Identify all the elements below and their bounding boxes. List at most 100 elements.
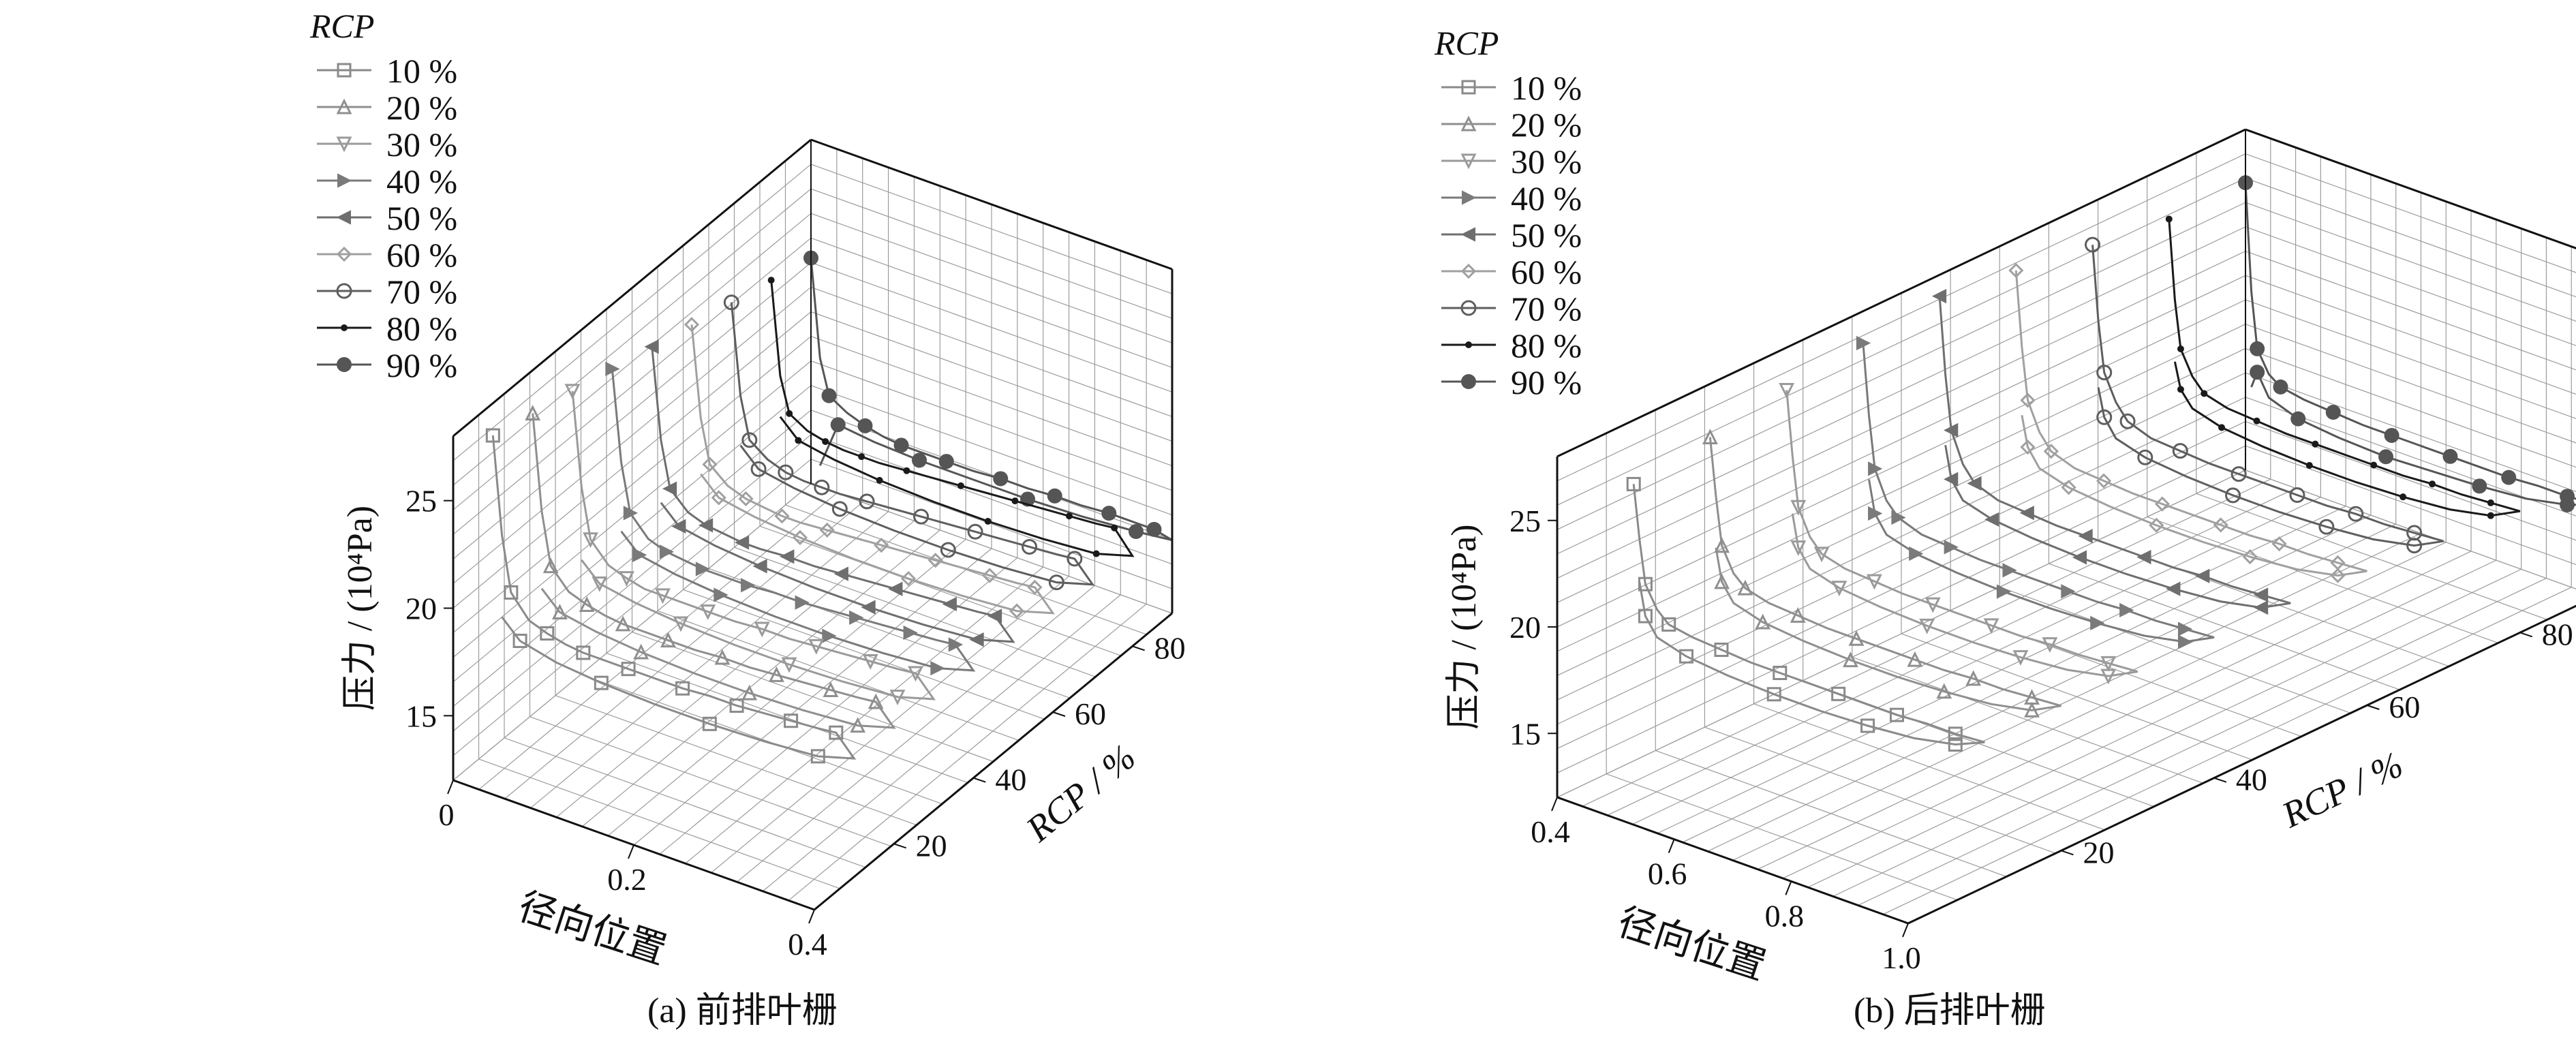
data-point xyxy=(738,491,754,507)
data-point xyxy=(2024,701,2040,718)
panel-b-series xyxy=(1626,175,2576,752)
data-point xyxy=(823,681,839,698)
legend-label: 60 % xyxy=(1511,253,1582,291)
data-point xyxy=(2165,215,2173,223)
data-point xyxy=(2020,393,2036,408)
grid-line xyxy=(2245,348,2576,468)
grid-line xyxy=(2245,251,2576,371)
data-point xyxy=(913,508,930,525)
data-point xyxy=(2242,549,2258,565)
data-point xyxy=(2177,621,2193,636)
data-point xyxy=(1944,540,1959,555)
data-point xyxy=(1996,584,2012,599)
data-point xyxy=(2085,236,2101,253)
x-tick-label: 0.4 xyxy=(788,927,827,962)
y-tick xyxy=(1052,711,1066,717)
data-point xyxy=(2012,650,2029,666)
diamond-icon xyxy=(336,246,352,262)
data-point xyxy=(2273,379,2288,395)
data-point xyxy=(908,666,923,682)
series-line-50 xyxy=(1938,296,2291,609)
grid-line xyxy=(1557,299,2246,628)
grid-line xyxy=(2245,324,2576,444)
data-point xyxy=(1790,606,1806,623)
data-point xyxy=(1047,488,1062,504)
data-point xyxy=(551,604,568,619)
data-point xyxy=(698,518,714,533)
data-point xyxy=(1146,521,1162,537)
data-point xyxy=(2100,668,2117,685)
data-point xyxy=(1048,574,1064,591)
data-point xyxy=(2166,581,2181,596)
legend-label: 10 % xyxy=(1511,69,1582,107)
data-point xyxy=(957,482,964,489)
data-point xyxy=(702,457,718,472)
grid-line xyxy=(762,594,1121,892)
data-point xyxy=(830,417,846,433)
data-point xyxy=(2019,506,2034,521)
data-point xyxy=(1848,630,1865,646)
data-point xyxy=(1011,497,1019,505)
z-tick-label: 25 xyxy=(405,484,437,519)
data-point xyxy=(795,437,802,444)
legend-label: 70 % xyxy=(1511,290,1582,328)
data-point xyxy=(729,698,744,713)
data-point xyxy=(792,529,808,546)
data-point xyxy=(542,557,559,574)
x-tick xyxy=(1902,923,1909,938)
data-point xyxy=(741,684,758,701)
grid-line xyxy=(1782,551,2472,879)
grid-line xyxy=(2245,177,2576,298)
x-tick xyxy=(628,844,634,859)
data-point xyxy=(1626,476,1641,491)
data-point xyxy=(1779,383,1795,399)
y-tick-label: 20 xyxy=(2083,835,2114,870)
data-point xyxy=(2137,449,2153,465)
data-point xyxy=(1790,499,1807,516)
grid-line xyxy=(810,237,1173,368)
z-tick-label: 20 xyxy=(405,591,437,626)
data-point xyxy=(967,523,983,540)
data-point xyxy=(2378,449,2393,465)
data-point xyxy=(1868,506,1883,521)
grid-line xyxy=(1999,586,2351,713)
data-point xyxy=(592,576,608,592)
data-point xyxy=(786,410,793,417)
data-point xyxy=(1027,579,1043,596)
data-point xyxy=(857,418,873,433)
triangle-up-icon xyxy=(1460,115,1477,132)
grid-line xyxy=(453,164,812,461)
y-tick xyxy=(2213,777,2227,783)
grid-line xyxy=(759,525,1122,656)
data-point xyxy=(695,562,711,576)
axis-line xyxy=(1557,796,1909,925)
y-tick xyxy=(2061,850,2074,856)
data-point xyxy=(2096,409,2113,425)
data-point xyxy=(1965,670,1982,686)
data-point xyxy=(814,479,830,495)
x-tick-label: 0.4 xyxy=(1531,814,1570,849)
data-point xyxy=(912,452,927,468)
data-point xyxy=(750,461,767,477)
triangle-right-icon xyxy=(1462,190,1477,205)
data-point xyxy=(1009,603,1025,619)
data-point xyxy=(849,610,864,625)
diamond-icon xyxy=(1460,263,1477,279)
grid-line xyxy=(453,311,812,609)
data-point xyxy=(619,571,634,587)
data-point xyxy=(1790,540,1807,557)
data-point xyxy=(576,645,591,660)
data-point xyxy=(2061,480,2076,495)
data-point xyxy=(671,519,686,534)
x-tick-label: 0.6 xyxy=(1648,857,1687,891)
grid-line xyxy=(685,566,1044,864)
data-point xyxy=(2253,587,2269,602)
data-point xyxy=(1907,651,1923,667)
legend-label: 90 % xyxy=(1511,363,1582,401)
data-point xyxy=(752,559,767,574)
data-point xyxy=(684,317,700,333)
grid-line xyxy=(1557,153,2246,482)
